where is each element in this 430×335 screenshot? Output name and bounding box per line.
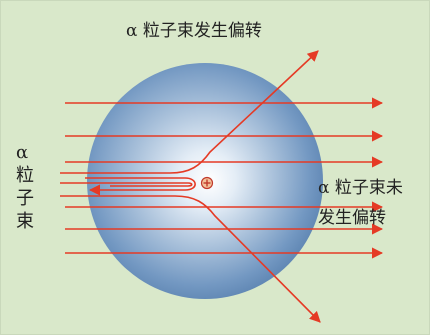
label-deflected: α 粒子束发生偏转 <box>126 21 262 41</box>
label-alpha-beam-char: 子 <box>16 187 36 210</box>
label-alpha-beam-char: α <box>16 141 36 164</box>
nucleus <box>202 178 213 189</box>
label-alpha-beam: α 粒 子 束 <box>16 141 36 233</box>
label-alpha-beam-char: 束 <box>16 210 36 233</box>
label-undeflected-line1: α 粒子束未 <box>318 178 403 198</box>
label-undeflected-line2: 发生偏转 <box>318 208 386 228</box>
label-alpha-beam-char: 粒 <box>16 164 36 187</box>
